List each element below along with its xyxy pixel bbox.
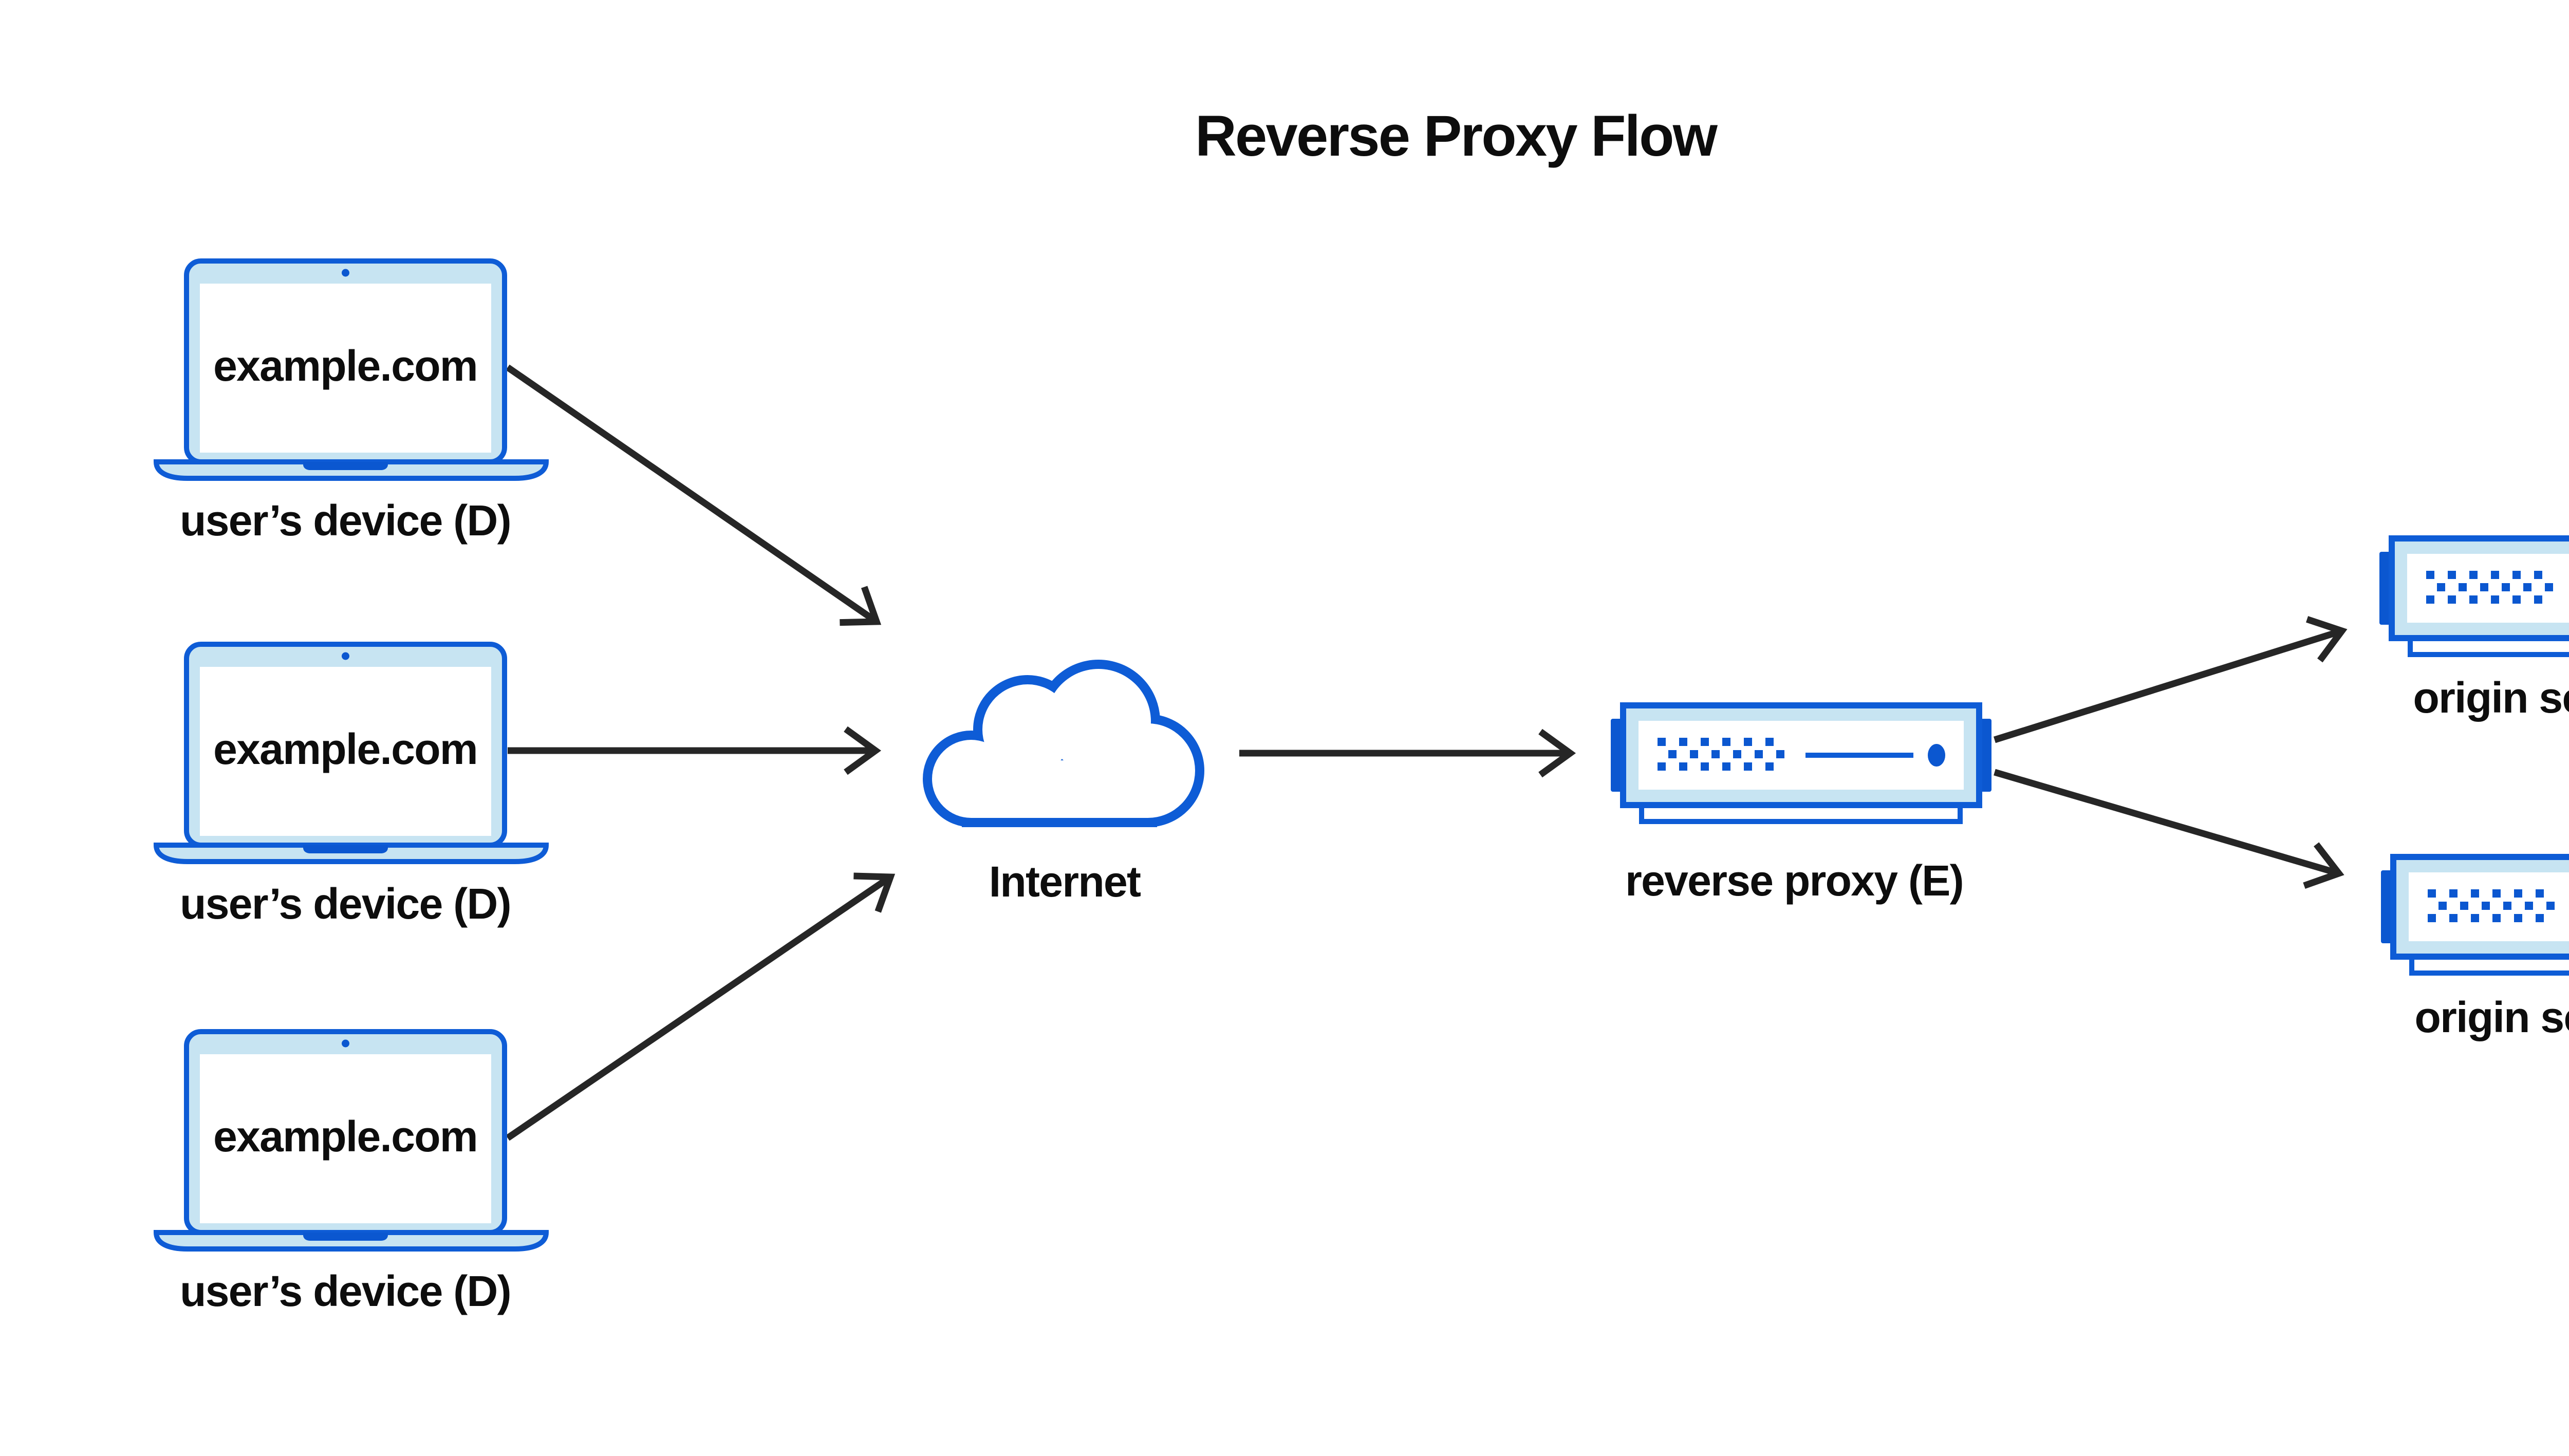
internet-cloud-icon [932, 669, 1195, 818]
device3-screen-url: example.com [213, 1112, 478, 1161]
origin-server2-caption: origin server (F) [2414, 993, 2569, 1041]
origin-server-icon [2381, 857, 2569, 973]
origin-server1-caption: origin server (F) [2413, 674, 2569, 722]
arrow-device3-to-internet [506, 872, 896, 1141]
device3-caption: user’s device (D) [180, 1267, 511, 1315]
device2-screen-url: example.com [213, 725, 478, 773]
reverse-proxy-caption: reverse proxy (E) [1625, 856, 1964, 905]
reverse-proxy-server-icon [1611, 705, 1991, 822]
device2-caption: user’s device (D) [180, 880, 511, 928]
device1-caption: user’s device (D) [180, 496, 511, 545]
internet-caption: Internet [989, 857, 1141, 906]
diagram-title: Reverse Proxy Flow [1195, 104, 1718, 168]
arrow-proxy-to-origin2 [1994, 769, 2344, 889]
arrow-device1-to-internet [506, 364, 882, 626]
arrow-proxy-to-origin1 [1994, 616, 2348, 743]
origin-server-icon [2379, 538, 2569, 655]
device1-screen-url: example.com [213, 342, 478, 390]
